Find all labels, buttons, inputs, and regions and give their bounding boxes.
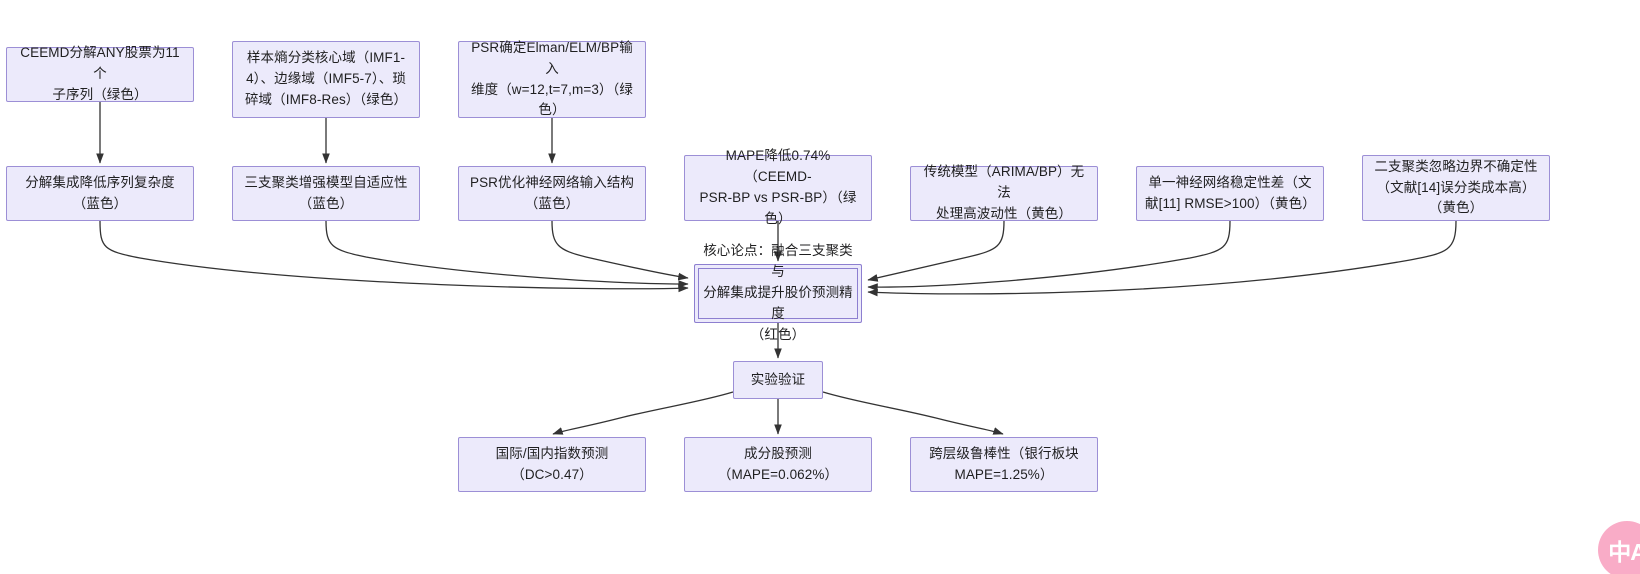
node-two-way-clustering-boundary-issue[interactable]: 二支聚类忽略边界不确定性 （文献[14]误分类成本高） （黄色） <box>1362 155 1550 221</box>
node-label: PSR确定Elman/ELM/BP输入 维度（w=12,t=7,m=3）（绿 色… <box>471 39 633 118</box>
node-label: 分解集成降低序列复杂度 （蓝色） <box>25 174 175 211</box>
node-decomposition-reduces-complexity[interactable]: 分解集成降低序列复杂度 （蓝色） <box>6 166 194 221</box>
node-traditional-model-limitation[interactable]: 传统模型（ARIMA/BP）无法 处理高波动性（黄色） <box>910 164 1098 221</box>
watermark-badge: 中A <box>1598 521 1640 574</box>
node-label: 成分股预测 （MAPE=0.062%） <box>717 445 839 482</box>
node-label: 实验验证 <box>750 371 806 387</box>
edge-n4-core <box>99 220 689 293</box>
node-single-network-instability[interactable]: 单一神经网络稳定性差（文 献[11] RMSE>100）（黄色） <box>1136 166 1324 221</box>
edge-n10-core <box>867 220 1457 297</box>
watermark-label: 中A <box>1608 539 1640 565</box>
node-label: 核心论点：融合三支聚类与 分解集成提升股价预测精度 （红色） <box>703 243 853 342</box>
edge-n11-n12 <box>552 391 734 435</box>
edge-n9-core <box>867 220 1231 292</box>
node-label: MAPE降低0.74%（CEEMD- PSR-BP vs PSR-BP）（绿 色… <box>699 148 857 226</box>
node-three-way-clustering-adaptivity[interactable]: 三支聚类增强模型自适应性 （蓝色） <box>232 166 420 221</box>
node-label: 单一神经网络稳定性差（文 献[11] RMSE>100）（黄色） <box>1145 174 1316 211</box>
node-label: 跨层级鲁棒性（银行板块 MAPE=1.25%） <box>929 445 1079 482</box>
node-label: 国际/国内指数预测 （DC>0.47） <box>495 445 609 482</box>
node-cross-level-robustness-result[interactable]: 跨层级鲁棒性（银行板块 MAPE=1.25%） <box>910 437 1098 492</box>
edge-n5-core <box>325 220 689 288</box>
edge-n6-core <box>551 220 689 281</box>
node-mape-reduction-evidence[interactable]: MAPE降低0.74%（CEEMD- PSR-BP vs PSR-BP）（绿 色… <box>684 148 872 226</box>
node-psr-optimizes-network-input[interactable]: PSR优化神经网络输入结构 （蓝色） <box>458 166 646 221</box>
edge-n8-core <box>867 220 1005 282</box>
node-experimental-validation[interactable]: 实验验证 <box>733 361 823 399</box>
node-label: 样本熵分类核心域（IMF1- 4）、边缘域（IMF5-7）、琐 碎域（IMF8-… <box>244 50 408 107</box>
node-label: 二支聚类忽略边界不确定性 （文献[14]误分类成本高） （黄色） <box>1374 158 1538 216</box>
edge-n11-n14 <box>822 391 1004 435</box>
node-label: PSR优化神经网络输入结构 （蓝色） <box>469 174 635 211</box>
node-core-claim[interactable]: 核心论点：融合三支聚类与 分解集成提升股价预测精度 （红色） <box>694 243 862 342</box>
node-sample-entropy-classification[interactable]: 样本熵分类核心域（IMF1- 4）、边缘域（IMF5-7）、琐 碎域（IMF8-… <box>232 41 420 118</box>
node-label: 三支聚类增强模型自适应性 （蓝色） <box>244 174 408 211</box>
node-ceemd-decomposition[interactable]: CEEMD分解ANY股票为11个 子序列（绿色） <box>6 45 194 102</box>
node-index-forecast-result[interactable]: 国际/国内指数预测 （DC>0.47） <box>458 437 646 492</box>
node-psr-input-dimension[interactable]: PSR确定Elman/ELM/BP输入 维度（w=12,t=7,m=3）（绿 色… <box>458 40 646 118</box>
node-label: CEEMD分解ANY股票为11个 子序列（绿色） <box>20 45 180 102</box>
node-constituent-stock-result[interactable]: 成分股预测 （MAPE=0.062%） <box>684 437 872 492</box>
node-label: 传统模型（ARIMA/BP）无法 处理高波动性（黄色） <box>923 164 1085 221</box>
